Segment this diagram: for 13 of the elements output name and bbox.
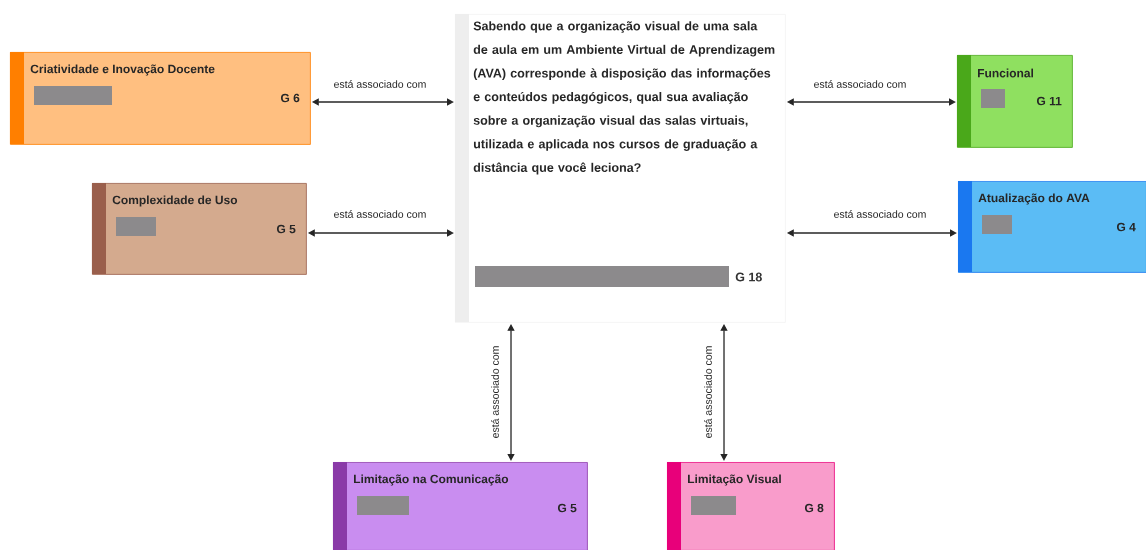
- edge-label: está associado com: [332, 79, 428, 89]
- category-box: Atualização do AVA G 4: [958, 181, 1146, 273]
- category-box: Limitação na Comunicação G 5: [333, 462, 588, 550]
- edge-label: está associado com: [812, 79, 908, 89]
- edge-label: está associado com: [490, 344, 500, 440]
- category-box: Complexidade de Uso G 5: [92, 183, 307, 275]
- edge-label: está associado com: [832, 209, 928, 219]
- category-box: Funcional G 11: [957, 55, 1073, 148]
- edge-label: está associado com: [703, 344, 713, 440]
- question-box: Sabendo que a organização visual de uma sala de aula em um Ambiente Virtual de Aprendizagem (AVA) corresponde à disposição das informações e conteúdos pedagógicos, qual sua avaliação sobre a organização visual das salas virtuais, utilizada e aplicada nos cursos de graduação a distância que você leciona? G 18: [455, 14, 786, 323]
- edge-label: está associado com: [332, 209, 428, 219]
- category-box: Criatividade e Inovação Docente G 6: [10, 52, 311, 145]
- category-box: Limitação Visual G 8: [667, 462, 835, 550]
